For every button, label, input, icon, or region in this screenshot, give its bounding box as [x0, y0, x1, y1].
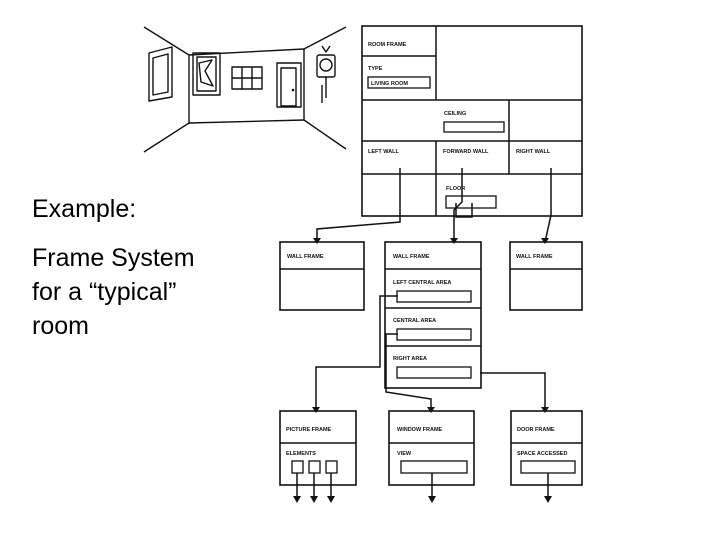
caption-line-2: for a “typical”: [32, 278, 177, 306]
left-wall-frame-title: WALL FRAME: [287, 254, 324, 260]
room-frame: ROOM FRAME TYPE LIVING ROOM CEILING LEFT…: [361, 25, 583, 217]
arrowhead-door-frame: [541, 407, 549, 413]
right-area-slot: [396, 366, 472, 379]
floor-slot: [445, 195, 497, 209]
connector-floor: [455, 203, 473, 218]
door-frame-title: DOOR FRAME: [517, 427, 555, 433]
room-illustration: [143, 26, 347, 153]
caption-line-3: room: [32, 312, 89, 340]
wall-clock-icon: [316, 45, 336, 103]
arrowhead-element-1: [293, 496, 301, 503]
right-wall-frame: WALL FRAME: [509, 241, 583, 311]
room-frame-title: ROOM FRAME: [368, 42, 407, 48]
element-slot-1: [291, 460, 304, 474]
picture-frame: PICTURE FRAME ELEMENTS: [279, 410, 357, 486]
forward-wall-label: FORWARD WALL: [443, 149, 489, 155]
door-frame-slot-label: SPACE ACCESSED: [517, 451, 567, 457]
view-slot: [400, 460, 468, 474]
caption-body: Frame System for a “typical” room: [32, 241, 195, 343]
element-slot-3: [325, 460, 338, 474]
arrowhead-picture-frame: [312, 407, 320, 413]
central-area-label: CENTRAL AREA: [393, 318, 436, 324]
arrowhead-right-wall-frame: [541, 238, 549, 244]
connector-right-wall: [544, 168, 552, 243]
arrowhead-element-3: [327, 496, 335, 503]
element-slot-2: [308, 460, 321, 474]
connector-window: [385, 333, 432, 411]
right-wall-frame-title: WALL FRAME: [516, 254, 553, 260]
right-wall-label: RIGHT WALL: [516, 149, 551, 155]
caption-heading: Example:: [32, 195, 137, 223]
central-area-slot: [396, 328, 472, 341]
window-icon: [231, 66, 263, 90]
room-frame-type-value: LIVING ROOM: [371, 81, 408, 87]
left-wall-picture-icon: [148, 46, 173, 102]
arrowhead-element-2: [310, 496, 318, 503]
ceiling-label: CEILING: [444, 111, 466, 117]
left-wall-frame: WALL FRAME: [279, 241, 365, 311]
type-value-slot: [367, 76, 431, 89]
center-wall-frame: WALL FRAME LEFT CENTRAL AREA CENTRAL ARE…: [384, 241, 482, 389]
arrowhead-space-accessed: [544, 496, 552, 503]
wall-picture-icon: [192, 52, 221, 96]
window-frame-slot-label: VIEW: [397, 451, 412, 457]
right-area-label: RIGHT AREA: [393, 356, 427, 362]
left-central-area-label: LEFT CENTRAL AREA: [393, 280, 451, 286]
arrowhead-center-wall-frame: [450, 238, 458, 244]
arrowhead-left-wall-frame: [313, 238, 321, 244]
connector-forward-wall: [453, 168, 463, 242]
ceiling-slot: [443, 121, 505, 133]
left-wall-label: LEFT WALL: [368, 149, 399, 155]
picture-frame-title: PICTURE FRAME: [286, 427, 332, 433]
window-frame: WINDOW FRAME VIEW: [388, 410, 475, 486]
frame-connectors: [293, 168, 552, 503]
center-wall-frame-title: WALL FRAME: [393, 254, 430, 260]
arrowhead-window-frame: [427, 407, 435, 413]
connector-picture: [315, 295, 398, 411]
picture-frame-slot-label: ELEMENTS: [286, 451, 316, 457]
connector-left-wall: [316, 168, 401, 242]
left-central-area-slot: [396, 290, 472, 303]
caption-line-1: Frame System: [32, 244, 195, 272]
room-frame-type-label: TYPE: [368, 66, 383, 72]
arrowhead-view: [428, 496, 436, 503]
door-icon: [276, 62, 302, 108]
floor-label: FLOOR: [446, 186, 465, 192]
space-accessed-slot: [520, 460, 576, 474]
window-frame-title: WINDOW FRAME: [397, 427, 443, 433]
door-frame: DOOR FRAME SPACE ACCESSED: [510, 410, 583, 486]
connector-door: [480, 372, 546, 411]
